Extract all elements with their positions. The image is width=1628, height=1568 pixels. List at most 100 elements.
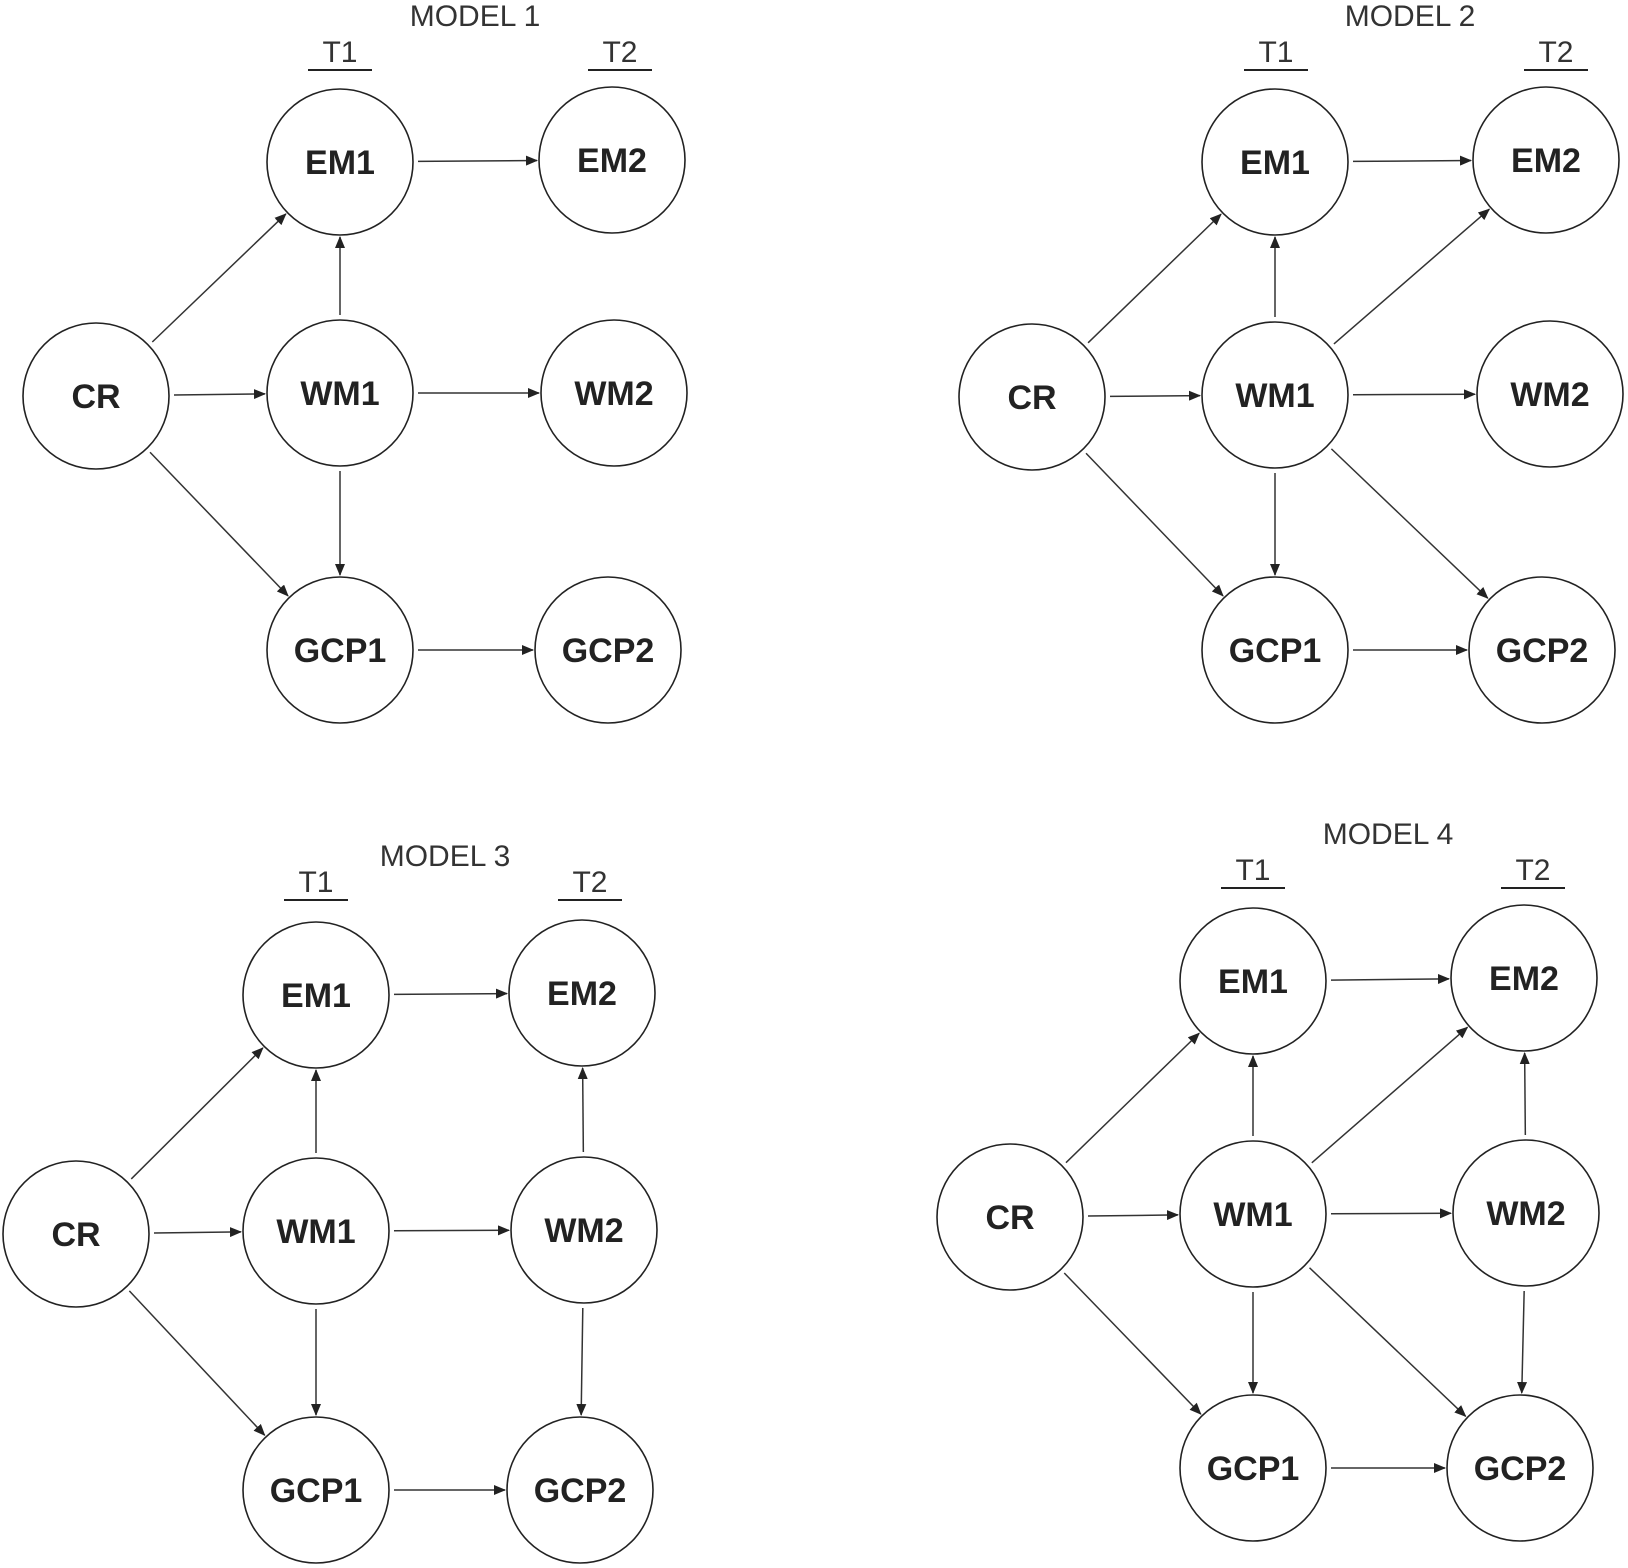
node-circle	[508, 919, 656, 1067]
node-label: EM1	[281, 977, 351, 1015]
node-label: WM1	[1213, 1196, 1292, 1234]
node-label: WM1	[1235, 377, 1314, 415]
node-em1: EM1	[266, 88, 414, 236]
node-circle	[936, 1143, 1084, 1291]
time-label-t1: T1	[322, 36, 357, 69]
node-wm1: WM1	[1179, 1140, 1327, 1288]
node-label: EM2	[1511, 142, 1581, 180]
node-label: GCP2	[562, 632, 655, 670]
node-label: EM2	[1489, 960, 1559, 998]
node-label: GCP2	[1496, 632, 1589, 670]
node-label: EM1	[305, 144, 375, 182]
arrow-wm1-to-em2	[1311, 1026, 1469, 1164]
node-label: WM2	[1510, 376, 1589, 414]
node-label: GCP1	[294, 632, 387, 670]
time-label-t2: T2	[1515, 854, 1550, 887]
node-wm1: WM1	[1201, 321, 1349, 469]
node-label: CR	[1007, 379, 1056, 417]
arrow-cr-to-wm1	[1087, 1210, 1180, 1221]
node-circle	[958, 323, 1106, 471]
node-gcp1: GCP1	[242, 1416, 390, 1564]
node-circle	[1476, 320, 1624, 468]
node-circle	[22, 322, 170, 470]
node-circle	[1472, 86, 1620, 234]
node-cr: CR	[936, 1143, 1084, 1291]
node-em1: EM1	[242, 921, 390, 1069]
node-wm2: WM2	[540, 319, 688, 467]
time-label-t2: T2	[1538, 36, 1573, 69]
node-circle	[2, 1160, 150, 1308]
node-em1: EM1	[1201, 88, 1349, 236]
node-circle	[266, 319, 414, 467]
arrow-cr-to-gcp1	[128, 1290, 266, 1437]
arrow-em1-to-em2	[417, 155, 539, 166]
node-gcp2: GCP2	[1446, 1394, 1594, 1542]
node-label: CR	[985, 1199, 1034, 1237]
node-circle	[1450, 904, 1598, 1052]
node-gcp1: GCP1	[1201, 576, 1349, 724]
arrow-wm2-to-gcp2	[576, 1307, 587, 1417]
node-label: GCP2	[534, 1472, 627, 1510]
node-cr: CR	[958, 323, 1106, 471]
node-wm2: WM2	[1452, 1139, 1600, 1287]
node-label: WM2	[1486, 1195, 1565, 1233]
node-circle	[510, 1156, 658, 1304]
model-title: MODEL 2	[1345, 0, 1476, 33]
time-label-t2: T2	[572, 866, 607, 899]
time-label-t1: T1	[1235, 854, 1270, 887]
node-label: GCP1	[270, 1472, 363, 1510]
arrow-cr-to-em1	[130, 1047, 264, 1180]
node-circle	[242, 921, 390, 1069]
model-title: MODEL 3	[380, 840, 511, 873]
node-circle	[1201, 321, 1349, 469]
node-gcp2: GCP2	[534, 576, 682, 724]
node-circle	[1452, 1139, 1600, 1287]
node-circle	[1179, 1394, 1327, 1542]
node-circle	[538, 86, 686, 234]
arrow-cr-to-wm1	[173, 389, 267, 400]
arrow-wm2-to-em2	[1519, 1051, 1530, 1136]
node-circle	[1201, 576, 1349, 724]
arrow-wm1-to-gcp2	[1308, 1267, 1467, 1417]
arrow-cr-to-wm1	[1109, 390, 1202, 401]
node-circle	[1201, 88, 1349, 236]
node-circle	[1179, 1140, 1327, 1288]
node-label: EM1	[1218, 963, 1288, 1001]
node-em2: EM2	[1450, 904, 1598, 1052]
node-label: WM1	[300, 375, 379, 413]
node-em1: EM1	[1179, 907, 1327, 1055]
node-circle	[266, 576, 414, 724]
node-circle	[266, 88, 414, 236]
node-gcp1: GCP1	[266, 576, 414, 724]
node-circle	[242, 1157, 390, 1305]
model-title: MODEL 4	[1323, 818, 1454, 851]
node-wm2: WM2	[1476, 320, 1624, 468]
node-circle	[534, 576, 682, 724]
arrow-cr-to-gcp1	[149, 451, 289, 597]
node-wm1: WM1	[242, 1157, 390, 1305]
node-label: GCP1	[1229, 632, 1322, 670]
arrow-wm2-to-em2	[577, 1066, 588, 1153]
node-em2: EM2	[508, 919, 656, 1067]
node-circle	[1179, 907, 1327, 1055]
arrow-cr-to-em1	[151, 213, 287, 343]
arrow-cr-to-gcp1	[1063, 1272, 1202, 1415]
node-label: EM2	[577, 142, 647, 180]
node-circle	[1468, 576, 1616, 724]
node-gcp2: GCP2	[506, 1416, 654, 1564]
node-circle	[506, 1416, 654, 1564]
node-cr: CR	[22, 322, 170, 470]
node-label: EM2	[547, 975, 617, 1013]
node-em2: EM2	[538, 86, 686, 234]
node-circle	[242, 1416, 390, 1564]
node-label: EM1	[1240, 144, 1310, 182]
node-label: CR	[71, 378, 120, 416]
arrow-wm1-to-gcp2	[1330, 448, 1489, 599]
node-wm2: WM2	[510, 1156, 658, 1304]
arrow-cr-to-em1	[1065, 1032, 1200, 1164]
node-circle	[1446, 1394, 1594, 1542]
